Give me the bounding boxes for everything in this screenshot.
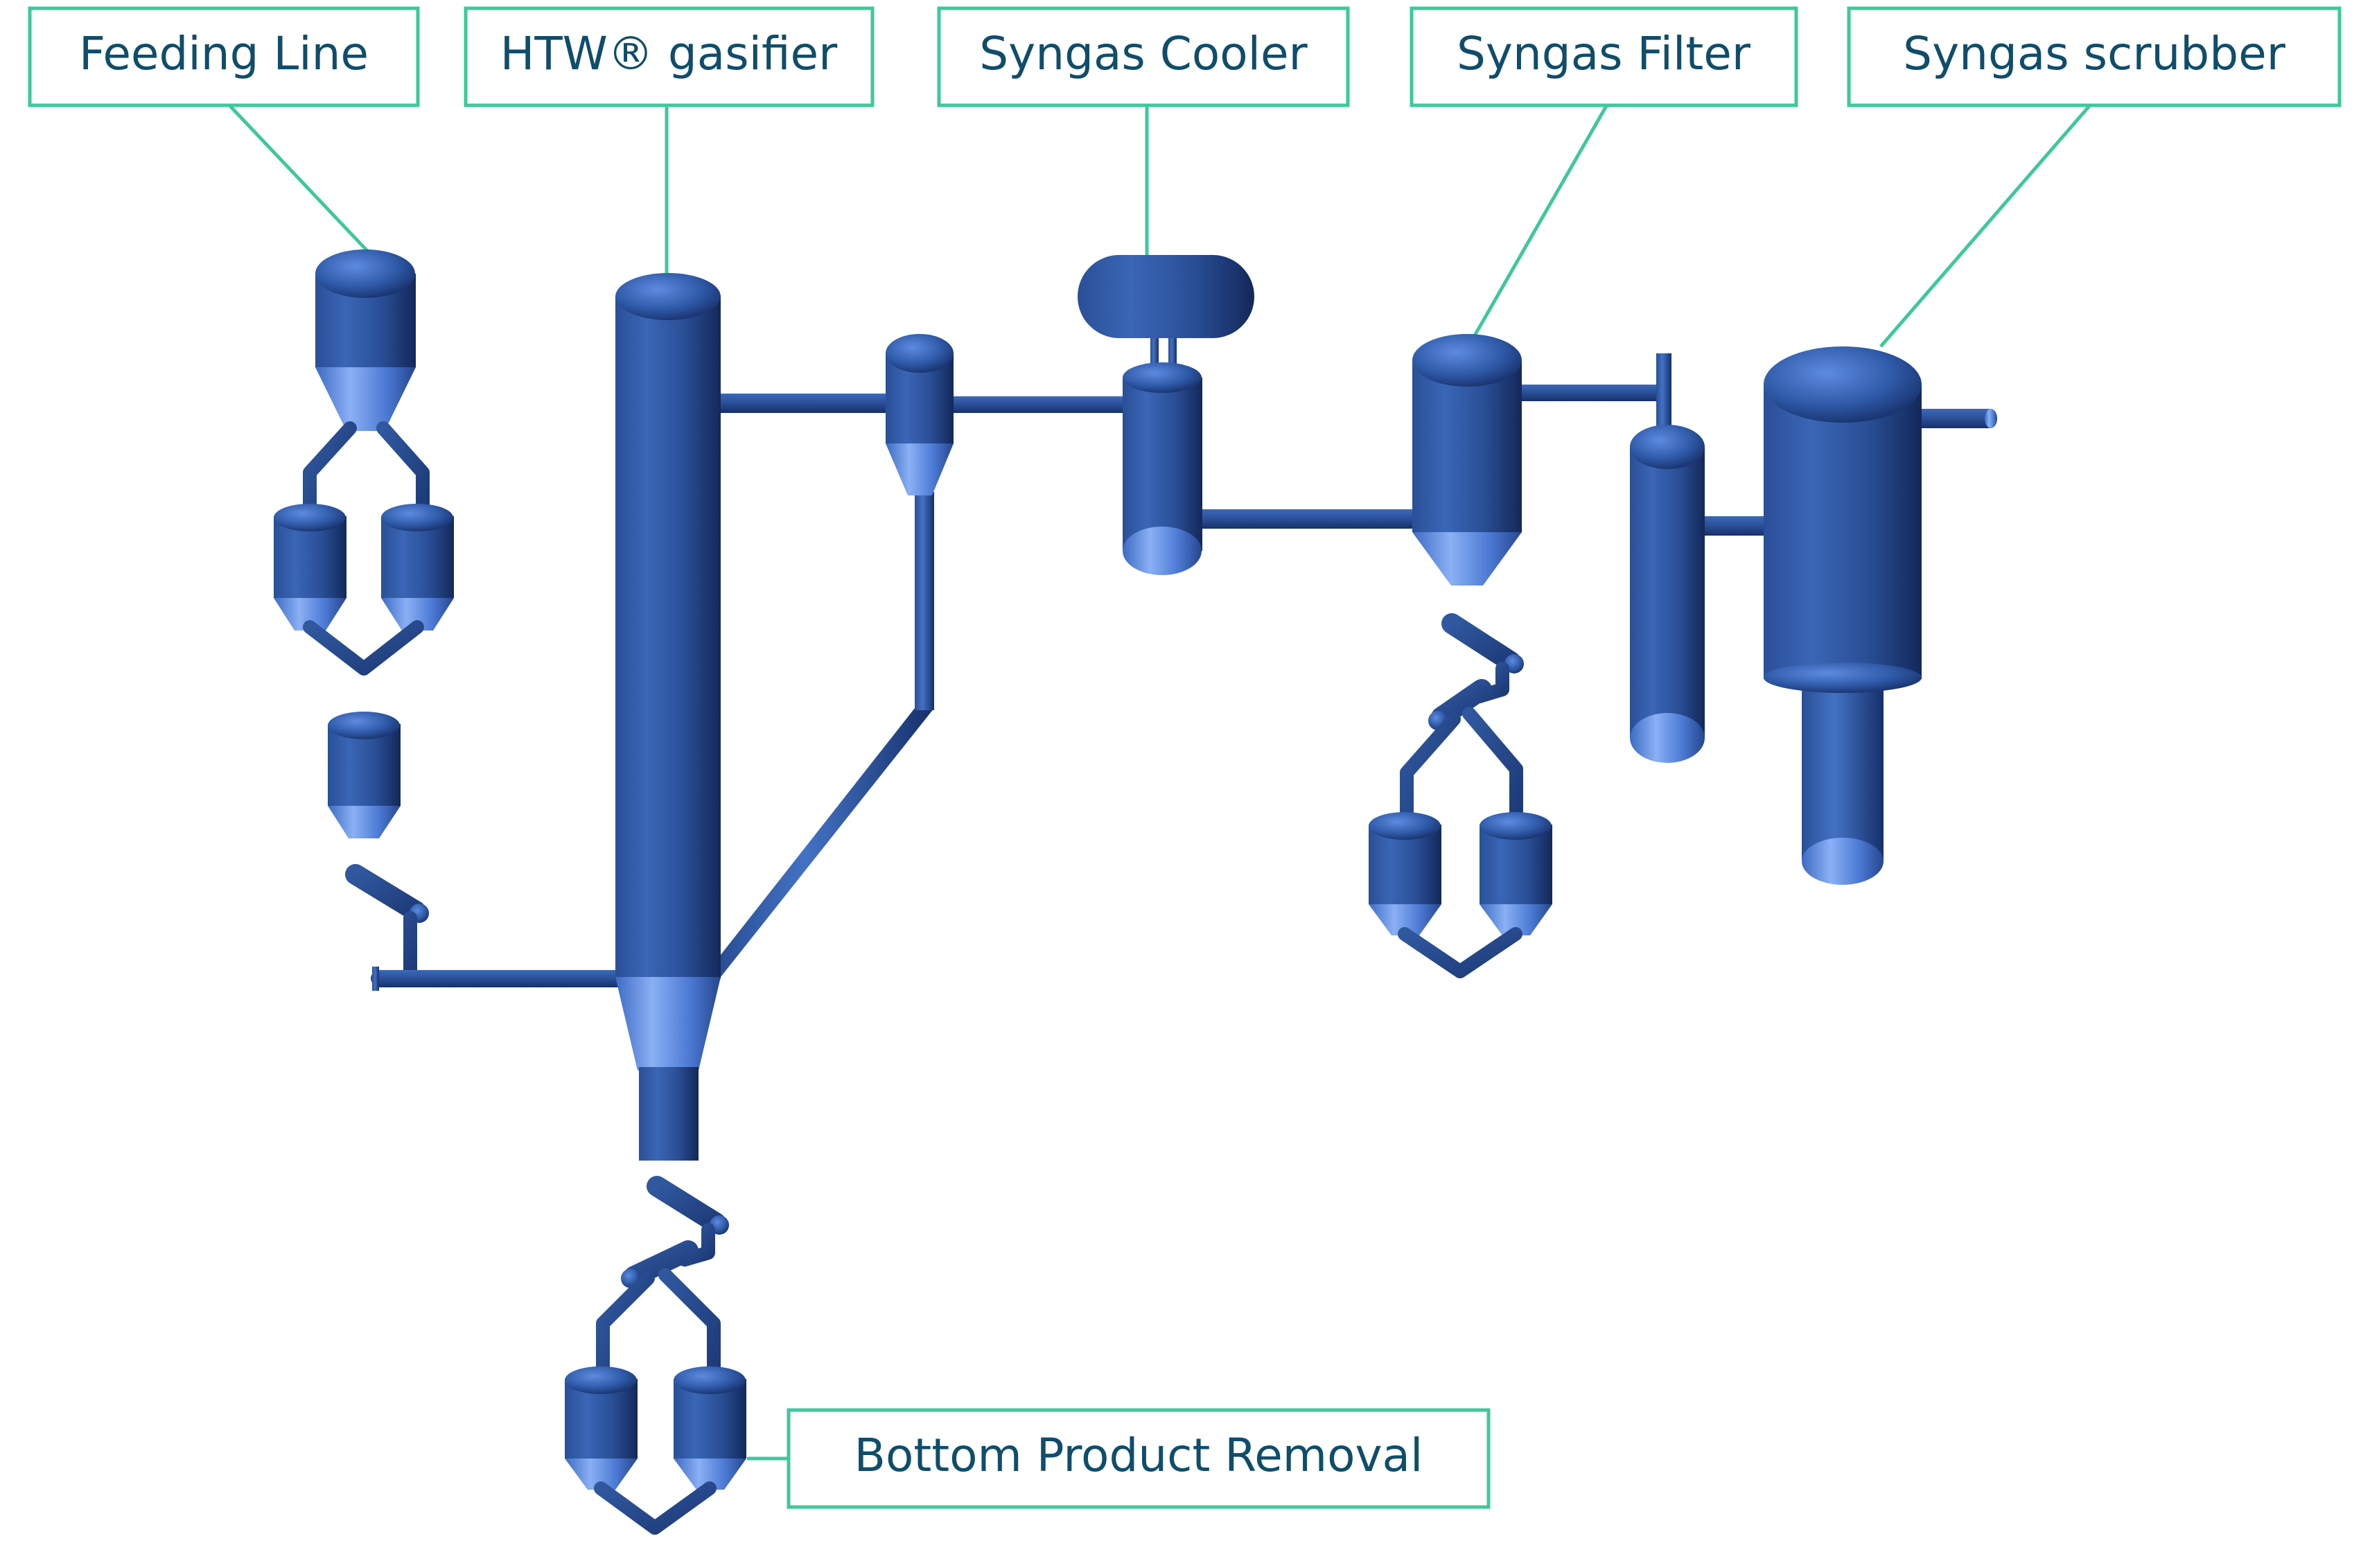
- feed-vessel-cone: [328, 806, 401, 838]
- callout-label-bottom-product-removal: Bottom Product Removal: [854, 1429, 1423, 1482]
- scrubber-body: [1764, 385, 1922, 679]
- feed-lock-hopper-left-cone: [274, 598, 346, 631]
- filter-lock-hopper-left-dome: [1369, 812, 1441, 840]
- filter-split-pipe-right: [1462, 707, 1523, 828]
- feeding-line-equipment: [274, 249, 620, 991]
- leader-lines: [229, 105, 2091, 1461]
- syngas-scrubber-equipment: [1630, 346, 1997, 885]
- cyclone-dip-leg: [915, 492, 934, 710]
- filter-outlet-pipe: [1522, 385, 1657, 401]
- syngas-cooler-equipment: [1078, 255, 1414, 575]
- htw-gasifier-equipment: [615, 273, 1130, 1161]
- bottom-lock-hopper-right-cone: [674, 1459, 746, 1490]
- cooler-top-dome: [1123, 362, 1202, 393]
- callout-syngas-scrubber: Syngas scrubber: [1847, 6, 2342, 107]
- callout-box-syngas-cooler: [937, 6, 1350, 107]
- feed-lock-hopper-right-dome: [381, 504, 453, 531]
- bottom-lock-hopper-left-cone: [565, 1459, 638, 1490]
- leader-syngas-scrubber: [1879, 105, 2091, 348]
- callout-label-syngas-scrubber: Syngas scrubber: [1903, 27, 2286, 80]
- syngas-filter-equipment: [1369, 334, 1671, 1027]
- feed-split-pipe-right: [376, 421, 430, 521]
- scrubber-bottom-head: [1764, 662, 1922, 693]
- filter-screw-conveyor-1: [1441, 613, 1521, 672]
- filter-dome: [1412, 334, 1522, 387]
- callout-box-feeding-line: [28, 6, 420, 107]
- callout-box-syngas-filter: [1410, 6, 1798, 107]
- scrubber-outlet-end: [1985, 409, 1997, 428]
- callout-label-htw-gasifier: HTW® gasifier: [500, 27, 838, 80]
- filter-split-pipe-left: [1400, 712, 1461, 828]
- filter-lock-hopper-right-cone: [1480, 904, 1552, 935]
- feed-split-pipe-left: [303, 421, 357, 521]
- callout-box-bottom-product-removal: [787, 1408, 1491, 1509]
- bottom-lock-hopper-left-dome: [565, 1366, 637, 1394]
- feed-to-gasifier-pipe: [371, 911, 417, 985]
- filter-lock-hopper-right-dome: [1480, 812, 1552, 840]
- gasifier-dome: [615, 273, 721, 320]
- filter-lock-hopper-left-cone: [1369, 904, 1441, 935]
- callout-box-syngas-scrubber: [1847, 6, 2342, 107]
- cooler-steam-drum: [1078, 255, 1254, 338]
- scrubber-clean-gas-outlet: [1922, 409, 1991, 428]
- callout-syngas-cooler: Syngas Cooler: [937, 6, 1350, 107]
- scrubber-sump: [1802, 678, 1884, 861]
- callout-syngas-filter: Syngas Filter: [1410, 6, 1798, 107]
- gasifier-outlet-pipe: [721, 394, 890, 413]
- gasifier-bottom-cone: [615, 977, 721, 1071]
- callout-label-feeding-line: Feeding Line: [79, 27, 369, 80]
- bottom-product-removal-equipment: [565, 1152, 746, 1568]
- cyclone-return-diagonal: [721, 708, 934, 977]
- bottom-screw-conveyor-1: [647, 1176, 726, 1233]
- scrubber-dome: [1764, 346, 1922, 423]
- filter-body: [1412, 360, 1522, 532]
- bottom-screw-conveyor-2: [624, 1240, 699, 1287]
- filter-outlet-riser: [1656, 353, 1671, 430]
- feed-hopper-dome: [315, 249, 415, 298]
- scrubber-pre-column-bottom: [1630, 713, 1705, 763]
- cyclone-dome: [886, 334, 954, 373]
- feed-lock-hopper-right-cone: [381, 598, 454, 631]
- callout-feeding-line: Feeding Line: [28, 6, 420, 107]
- scrubber-pre-column-dome: [1630, 425, 1705, 469]
- callout-htw-gasifier: HTW® gasifier: [464, 6, 875, 107]
- cooler-bottom-head: [1123, 527, 1202, 575]
- cooler-to-filter-pipe: [1202, 509, 1414, 529]
- cyclone-to-cooler-pipe: [954, 396, 1130, 413]
- callout-bottom-product-removal: Bottom Product Removal: [787, 1408, 1491, 1509]
- leader-syngas-filter: [1472, 105, 1608, 338]
- feed-lock-hopper-left-dome: [274, 504, 346, 531]
- cyclone-cone: [886, 443, 954, 495]
- feed-hopper-cone: [315, 367, 416, 431]
- cooler-body: [1123, 378, 1202, 551]
- feed-screw-conveyor: [345, 864, 426, 922]
- scrubber-sump-bottom: [1802, 838, 1884, 885]
- pre-column-to-scrubber-pipe: [1705, 516, 1764, 536]
- gasifier-bottom-section: [639, 1067, 699, 1161]
- bottom-split-pipe-left: [596, 1271, 655, 1386]
- gasifier-shell: [615, 297, 721, 979]
- callout-box-htw-gasifier: [464, 6, 875, 107]
- filter-cone: [1412, 532, 1522, 585]
- callout-label-syngas-cooler: Syngas Cooler: [979, 27, 1308, 80]
- scrubber-pre-column: [1630, 447, 1705, 738]
- feed-vessel-dome: [328, 712, 400, 739]
- filter-screw-conveyor-2: [1431, 679, 1492, 728]
- bottom-split-pipe-right: [658, 1268, 721, 1386]
- leader-feeding-line: [229, 105, 369, 252]
- feed-header-cap: [372, 967, 379, 991]
- feed-header-pipe: [374, 970, 620, 987]
- bottom-lock-hopper-right-dome: [674, 1366, 746, 1394]
- callout-label-syngas-filter: Syngas Filter: [1457, 27, 1751, 80]
